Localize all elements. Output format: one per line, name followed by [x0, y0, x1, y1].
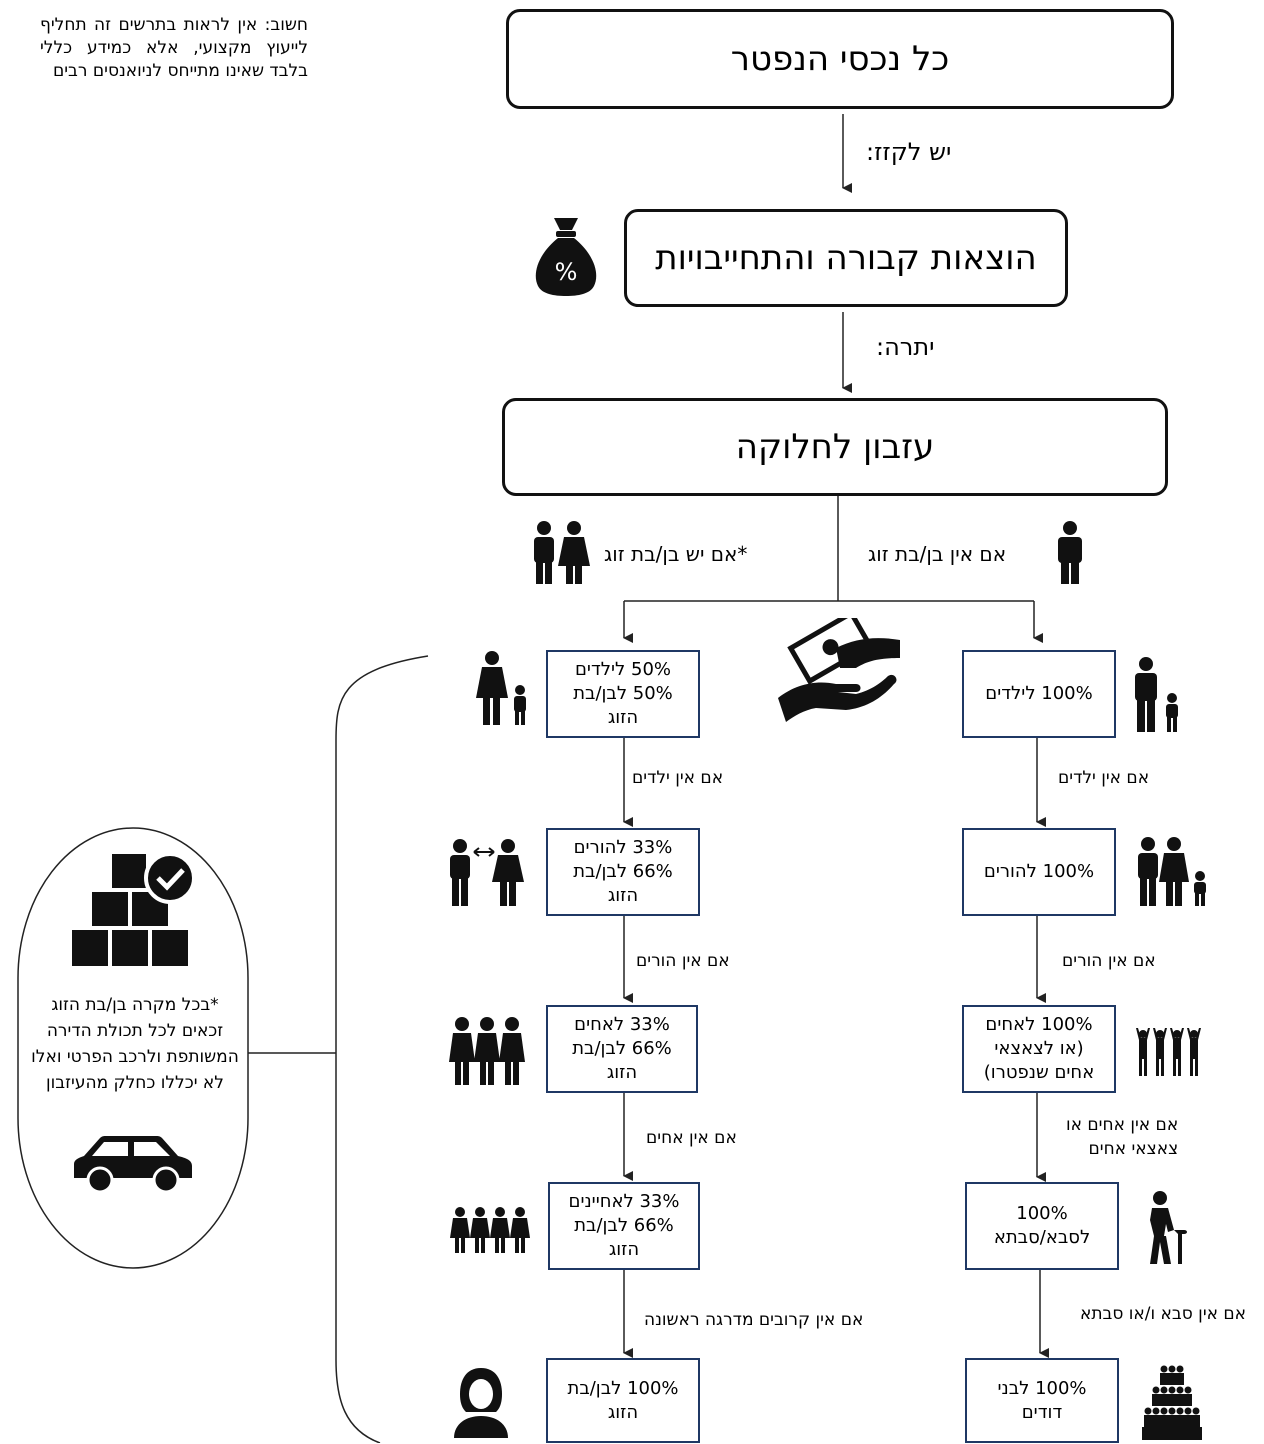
left-box-nephews: 33% לאחיינים 66% לבן/בת הזוג — [548, 1182, 700, 1270]
right-box-parents: 100% להורים — [962, 828, 1116, 916]
remainder-label: יתרה: — [876, 333, 935, 361]
estate-box: עזבון לחלוקה — [502, 398, 1168, 496]
left-condition-no-parents: אם אין הורים — [636, 951, 730, 971]
deduct-label: יש לקזז: — [866, 138, 952, 166]
couple-icon — [526, 520, 594, 590]
boxes-check-icon — [70, 850, 198, 972]
side-note: *בכל מקרה בן/בת הזוג זכאים לכל תכולת הדי… — [31, 995, 239, 1093]
with-spouse-label: *אם יש בן/בת זוג — [604, 542, 748, 566]
single-person-icon — [1052, 520, 1088, 590]
left-box-spouse-only: 100% לבן/בת הזוג — [546, 1358, 700, 1443]
expenses-box: הוצאות קבורה והתחייבויות — [624, 209, 1068, 307]
parents-exchange-icon — [444, 838, 526, 912]
parent-child-icon — [474, 650, 532, 732]
disclaimer-note: חשוב: אין לראות בתרשים זה תחליף לייעוץ מ… — [40, 15, 308, 81]
left-box-parents: 33% להורים 66% לבן/בת הזוג — [546, 828, 700, 916]
no-spouse-label: אם אין בן/בת זוג — [868, 542, 1007, 566]
right-box-grandparents: 100% לסבא/סבתא — [965, 1182, 1119, 1270]
parent-child-icon-right — [1130, 656, 1182, 738]
crowd-pyramid-icon — [1138, 1364, 1206, 1444]
right-condition-no-children: אם אין ילדים — [1058, 768, 1150, 788]
right-condition-no-parents: אם אין הורים — [1062, 951, 1156, 971]
left-condition-no-first-degree: אם אין קרובים מדרגה ראשונה — [644, 1310, 864, 1330]
spouse-woman-icon — [452, 1366, 510, 1442]
left-condition-no-children: אם אין ילדים — [632, 768, 724, 788]
car-icon — [70, 1134, 196, 1198]
right-condition-no-grandparents: אם אין סבא ו/או סבתא — [1080, 1304, 1247, 1324]
right-condition-no-siblings: אם אין אחים או צאצאי אחים — [1066, 1115, 1179, 1159]
left-condition-no-siblings: אם אין אחים — [646, 1128, 737, 1148]
money-bag-percent-icon: % — [530, 214, 602, 302]
cheering-group-icon — [1134, 1026, 1204, 1082]
right-box-cousins: 100% לבני דודים — [965, 1358, 1119, 1443]
hand-money-icon — [776, 609, 902, 728]
siblings-group-icon — [448, 1016, 526, 1090]
right-box-siblings: 100% לאחים (או לצאצאי אחים שנפטרו) — [962, 1005, 1116, 1093]
nephews-group-icon — [450, 1206, 530, 1258]
left-box-siblings: 33% לאחים 66% לבן/בת הזוג — [546, 1005, 698, 1093]
assets-box: כל נכסי הנפטר — [506, 9, 1174, 109]
svg-text:%: % — [555, 258, 578, 286]
left-box-children: 50% לילדים 50% לבן/בת הזוג — [546, 650, 700, 738]
right-box-children: 100% לילדים — [962, 650, 1116, 738]
elderly-person-icon — [1140, 1190, 1192, 1270]
family-icon — [1134, 836, 1210, 912]
